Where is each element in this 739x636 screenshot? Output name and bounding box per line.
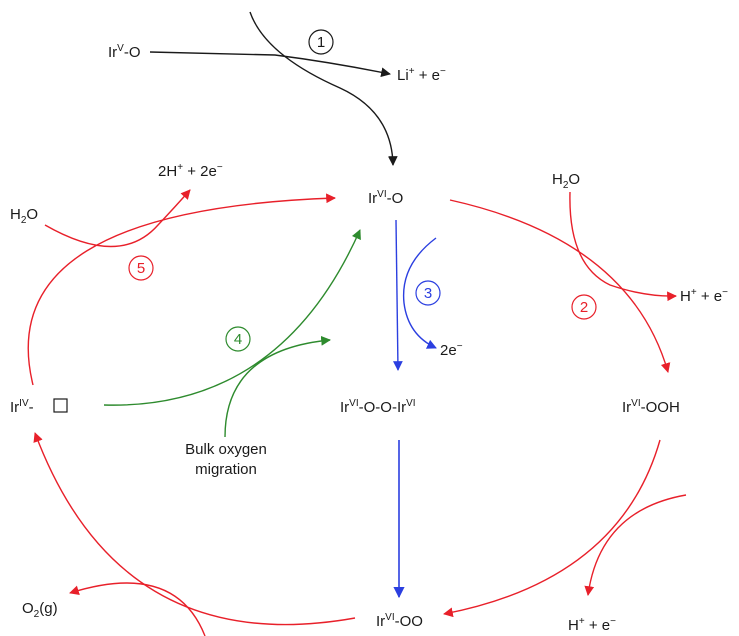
li-plus-e-label: Li+ + e− xyxy=(397,66,446,84)
step3-electron-side-arrow xyxy=(402,237,437,349)
step5-number: 5 xyxy=(137,260,145,277)
vacancy-to-ir-vi-o-arrow xyxy=(103,229,361,406)
ir-vi-ooh-label: IrVI-OOH xyxy=(622,398,680,416)
bulk-oxygen-label-line1: Bulk oxygen xyxy=(185,441,267,458)
step4-number: 4 xyxy=(234,331,242,348)
h2o-left-label: H2O xyxy=(10,206,38,226)
ir-vi-oo-label: IrVI-OO xyxy=(376,612,423,630)
bulk-oxygen-migration-arrow xyxy=(224,335,331,438)
step4-circle xyxy=(225,326,251,352)
step1-ir-v-o-to-li-arrow xyxy=(149,51,391,78)
ir-vi-o-o-ir-vi-label: IrVI-O-O-IrVI xyxy=(340,398,416,416)
bottom-right-side-arrow xyxy=(584,494,687,596)
two-e-label: 2e− xyxy=(440,341,463,359)
h-plus-e-bottom-label: H+ + e− xyxy=(568,616,616,634)
step2-h2o-side-arrow xyxy=(569,191,677,302)
ir-vi-o-to-ir-vi-ooh-arrow xyxy=(449,199,671,373)
step1-circle xyxy=(308,29,334,55)
bulk-oxygen-label-line2: migration xyxy=(195,461,257,478)
vacancy-box-icon xyxy=(53,398,68,413)
ir-v-o-label: IrV-O xyxy=(108,43,141,61)
o2-gas-label: O2(g) xyxy=(22,600,58,620)
two-h-plus-two-e-label: 2H+ + 2e− xyxy=(158,162,223,180)
step5-circle xyxy=(128,255,154,281)
ir-iv-vacancy-label: IrIV- xyxy=(10,398,34,416)
step3-number: 3 xyxy=(424,285,432,302)
step2-circle xyxy=(571,294,597,320)
ir-vi-o-to-dimer-arrow xyxy=(392,219,403,371)
step3-circle xyxy=(415,280,441,306)
vacancy-to-ir-vi-o-red-arrow xyxy=(27,193,336,386)
ir-vi-o-label: IrVI-O xyxy=(368,189,403,207)
ir-vi-oo-to-vacancy-arrow xyxy=(33,432,356,626)
h2o-right-label: H2O xyxy=(552,171,580,191)
step5-h2o-side-arrow xyxy=(44,189,191,248)
o2-release-arrow xyxy=(69,582,206,636)
h-plus-e-right-label: H+ + e− xyxy=(680,287,728,305)
ir-vi-ooh-to-ir-vi-oo-arrow xyxy=(443,439,661,618)
step2-number: 2 xyxy=(580,299,588,316)
step1-number: 1 xyxy=(317,34,325,51)
step1-incoming-arrow xyxy=(249,11,398,166)
